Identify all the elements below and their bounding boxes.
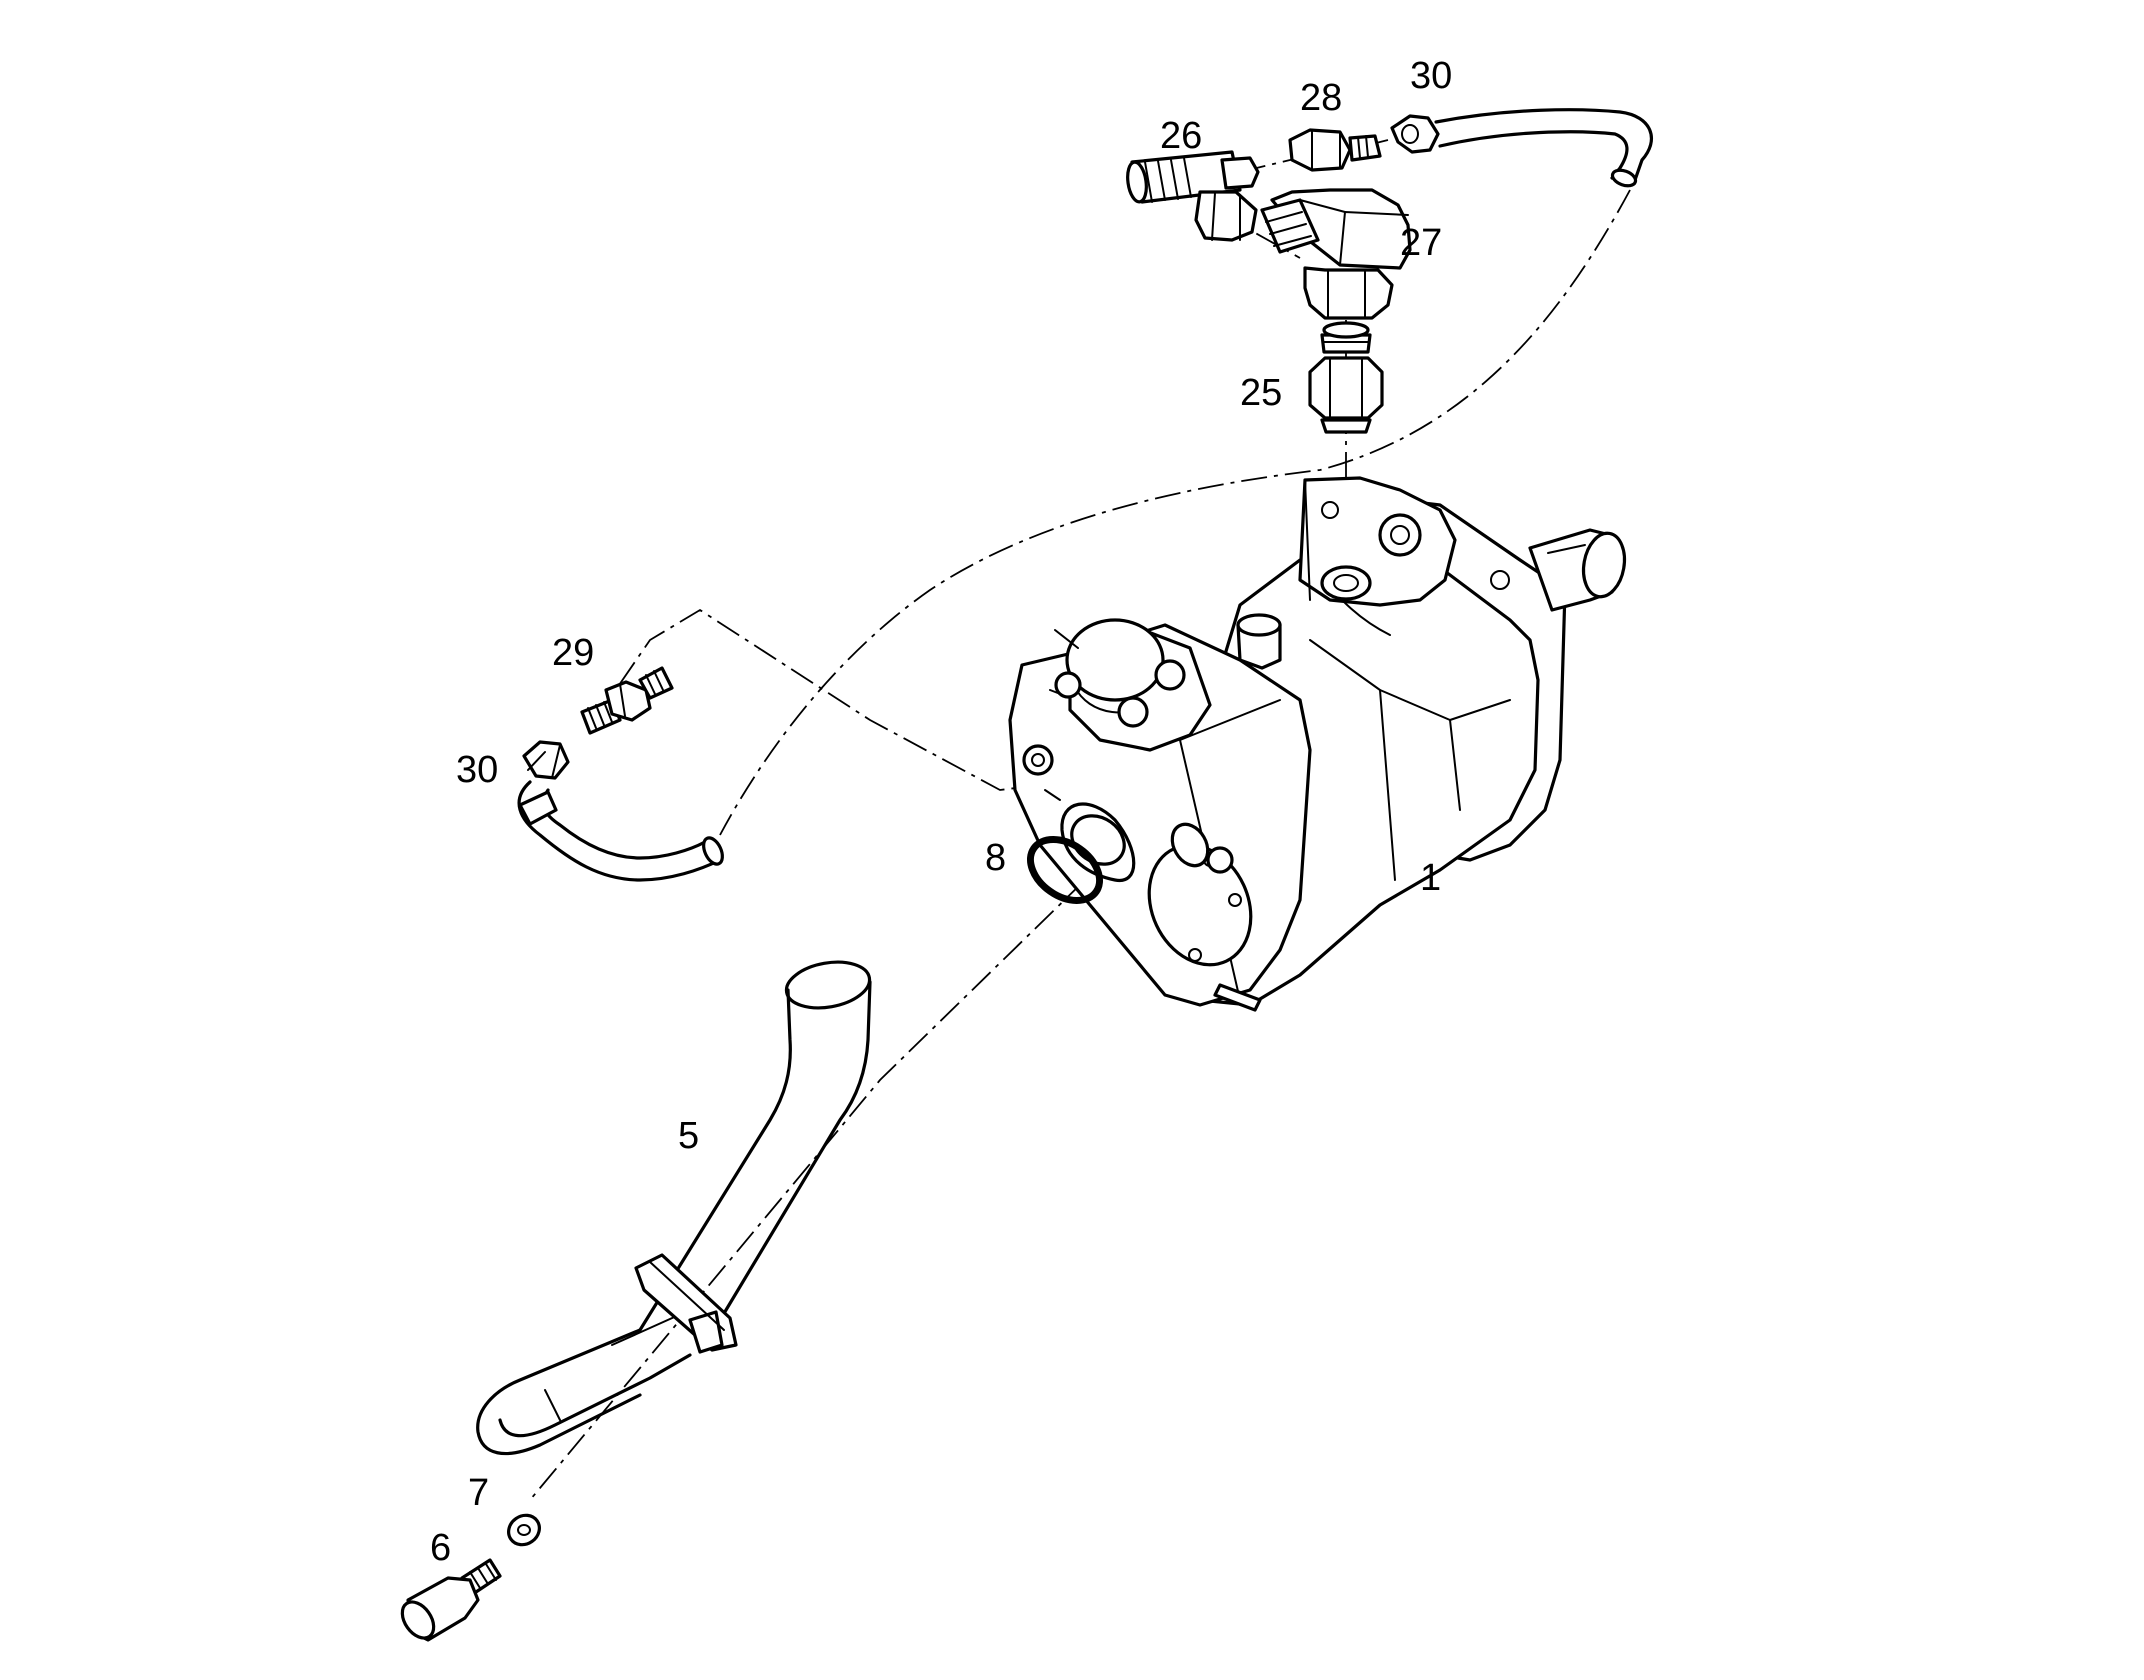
label-part-29: 29 (552, 632, 594, 674)
suction-pipe-5 (476, 960, 872, 1456)
label-part-25: 25 (1240, 372, 1282, 414)
screw-6 (400, 1558, 502, 1642)
fitting-29 (580, 666, 674, 735)
fitting-25 (1308, 321, 1384, 434)
label-part-6: 6 (430, 1527, 451, 1569)
hose-30-upper (1390, 108, 1653, 188)
label-part-7: 7 (468, 1472, 489, 1514)
label-part-30-upper: 30 (1410, 55, 1452, 97)
label-part-5: 5 (678, 1115, 699, 1157)
label-part-27: 27 (1400, 222, 1442, 264)
label-part-1: 1 (1420, 857, 1441, 899)
label-part-28: 28 (1300, 77, 1342, 119)
elbow-fitting-27 (1260, 188, 1412, 320)
centre-line-suction-pipe (529, 879, 1086, 1501)
label-part-30-lower: 30 (456, 749, 498, 791)
hydraulic-motor (1008, 476, 1627, 1012)
centre-line-hose-upper-to-lower (719, 189, 1631, 836)
label-part-26: 26 (1160, 115, 1202, 157)
washer-7 (507, 1513, 541, 1547)
callout-labels: 1 5 6 7 8 25 26 27 28 29 30 30 (430, 55, 1452, 1569)
fitting-26 (1126, 150, 1260, 242)
o-ring-8 (1026, 836, 1104, 904)
centre-line-fitting-29-to-motor (594, 608, 1041, 791)
hose-30-lower (517, 740, 724, 882)
label-part-8: 8 (985, 837, 1006, 879)
nut-28 (1288, 128, 1382, 172)
